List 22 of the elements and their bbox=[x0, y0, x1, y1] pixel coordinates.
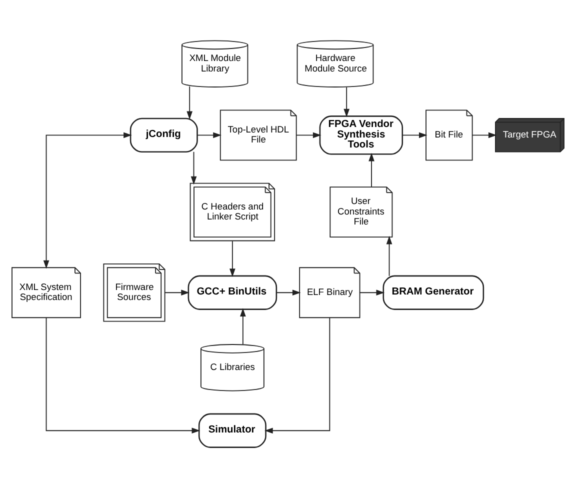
arrow bbox=[276, 289, 301, 296]
node-box: FPGA Vendor Synthesis Tools bbox=[319, 115, 404, 154]
arrow bbox=[186, 85, 193, 120]
node-box: GCC+ BinUtils bbox=[188, 274, 278, 310]
arrow bbox=[190, 150, 197, 184]
arrow bbox=[43, 132, 132, 268]
arrow bbox=[240, 308, 246, 344]
arrow bbox=[46, 316, 200, 434]
arrow bbox=[164, 289, 190, 296]
arrow bbox=[344, 86, 350, 117]
arrow bbox=[360, 289, 385, 296]
arrow bbox=[296, 132, 322, 138]
arrow bbox=[368, 152, 374, 187]
arrow bbox=[402, 132, 428, 138]
arrow bbox=[230, 240, 236, 276]
node-box: Simulator bbox=[198, 412, 266, 448]
node-box: jConfig bbox=[130, 117, 198, 152]
node-box: BRAM Generator bbox=[382, 274, 484, 310]
arrow bbox=[386, 235, 392, 276]
arrow bbox=[472, 132, 497, 138]
arrow bbox=[264, 316, 330, 434]
arrow bbox=[197, 132, 222, 138]
